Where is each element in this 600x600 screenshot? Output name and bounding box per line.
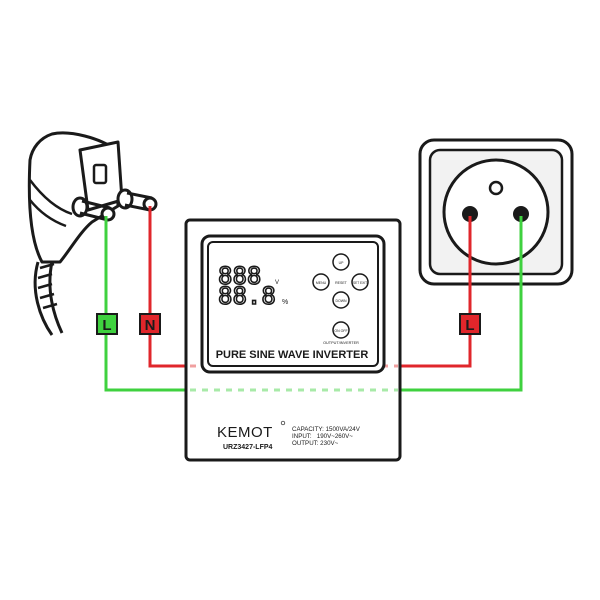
model-number: URZ3427-LFP4 [223,444,273,451]
button-set-exit[interactable]: SET EXIT [351,273,369,291]
svg-text:MENU: MENU [316,281,327,285]
plug-pin-neutral [116,188,158,212]
voltage-unit: V [275,280,279,286]
svg-text:L: L [102,317,111,334]
label-plug-live: L [96,313,118,335]
voltage-readout: 888 [218,262,261,290]
svg-text:SET EXIT: SET EXIT [353,281,367,285]
button-down[interactable]: DOWN [332,291,350,309]
wall-socket [418,138,574,286]
socket-hole-live [462,206,478,222]
output-inverter-label: OUTPUT/INVERTER [323,341,359,345]
percent-unit: % [282,299,288,306]
spec-input: INPUT: 190V~260V~ [292,433,353,440]
percent-readout: 88.8 [218,282,276,310]
socket-hole-neutral [513,206,529,222]
reset-label: RESET [335,281,348,285]
device-title: PURE SINE WAVE INVERTER [216,349,369,361]
spec-capacity: CAPACITY: 1500VA/24V [292,426,361,433]
label-plug-neutral: N [139,313,161,335]
svg-text:L: L [465,317,474,334]
inverter-device: 888 V 88.8 % UP MENU RESET SET EXIT DOWN… [184,218,402,462]
schuko-plug [27,131,158,336]
wire-live-input [104,216,187,392]
brand-logo: KEMOT [217,424,273,441]
svg-text:UP: UP [339,261,345,265]
svg-text:N: N [145,317,156,334]
label-socket-live: L [459,313,481,335]
svg-text:DOWN: DOWN [335,299,347,303]
button-up[interactable]: UP [332,253,350,271]
svg-text:ON OFF: ON OFF [334,329,347,333]
wire-live-output [400,216,523,392]
lcd-display: 888 V 88.8 % [217,261,288,311]
spec-list: CAPACITY: 1500VA/24V INPUT: 190V~260V~ O… [292,426,361,447]
registered-mark [280,420,286,426]
wire-neutral-output [400,216,472,368]
button-on-off[interactable]: ON OFF [332,321,350,339]
spec-output: OUTPUT: 230V~ [292,440,339,447]
wire-neutral-input [148,206,187,368]
button-menu[interactable]: MENU [312,273,330,291]
